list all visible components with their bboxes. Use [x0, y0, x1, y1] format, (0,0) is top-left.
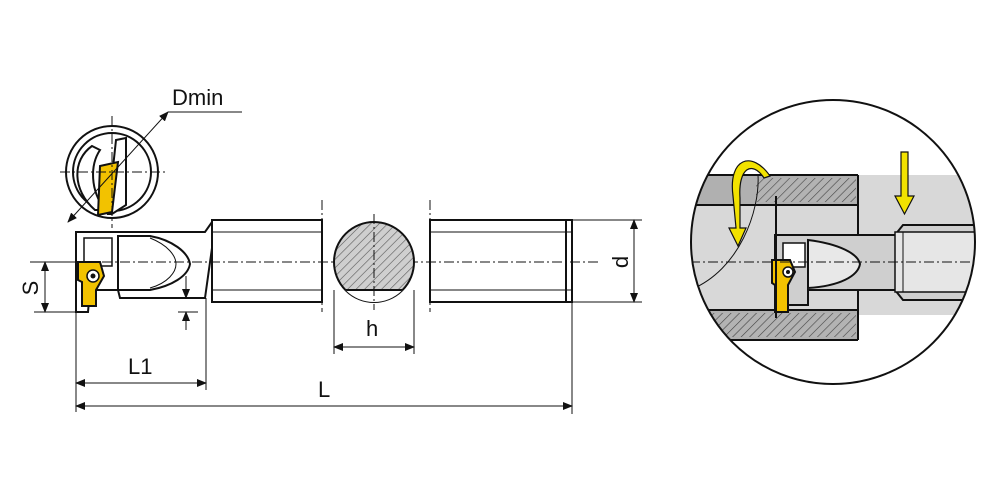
dimensions: S L1 L h d — [18, 219, 642, 414]
feed-arrow-icon — [894, 151, 915, 216]
h-label: h — [366, 316, 378, 341]
side-view — [30, 200, 600, 313]
l-label: L — [318, 377, 330, 402]
d-label: d — [608, 256, 633, 268]
side-view-insert — [77, 261, 106, 307]
dmin-label: Dmin — [172, 85, 223, 110]
detail-view — [690, 99, 976, 385]
l1-label: L1 — [128, 354, 152, 379]
s-label: S — [18, 281, 43, 296]
end-view: Dmin — [60, 85, 242, 228]
rotation-arrow-icon — [728, 160, 771, 248]
